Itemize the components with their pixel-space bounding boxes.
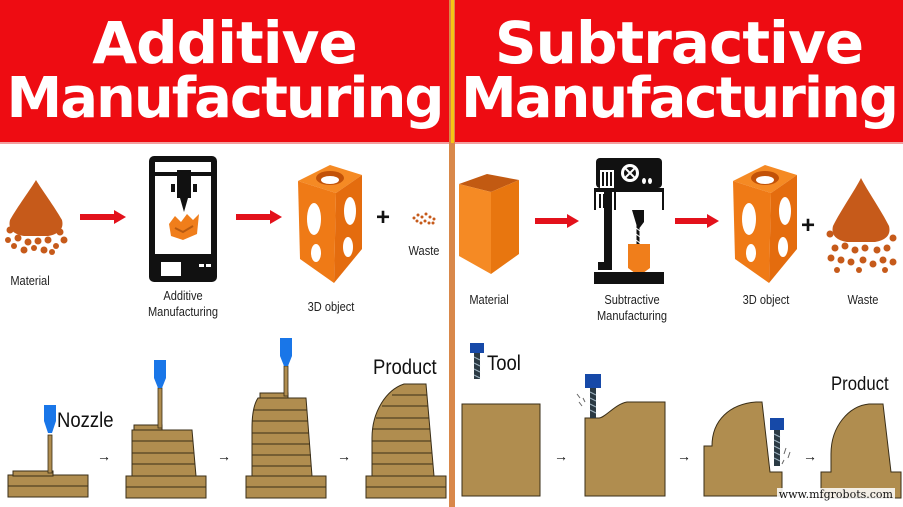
- step-arrow-icon: →: [803, 448, 817, 464]
- additive-step-1-diagram: [7, 405, 89, 498]
- material-block-icon: [459, 174, 519, 274]
- waste-particles-icon: [412, 212, 436, 225]
- additive-title-line1: Additive: [92, 9, 358, 78]
- subtractive-panel: Subtractive Manufacturing Material Subtr…: [455, 0, 903, 507]
- tool-label: Tool: [487, 352, 521, 375]
- panel-divider: [449, 0, 455, 507]
- step-arrow-icon: →: [554, 448, 568, 464]
- subtractive-process-label-line1: Subtractive: [604, 292, 660, 307]
- subtractive-title-banner: Subtractive Manufacturing: [455, 0, 903, 144]
- material-pile-icon: [5, 180, 68, 255]
- step-arrow-icon: →: [97, 448, 111, 464]
- subtractive-object-label: 3D object: [742, 292, 790, 307]
- additive-title-line2: Manufacturing: [6, 65, 445, 131]
- drill-press-icon: [594, 158, 664, 284]
- 3d-printer-icon: [149, 156, 217, 282]
- flow-arrow-icon: [675, 214, 719, 228]
- additive-waste-label: Waste: [408, 243, 440, 258]
- nozzle-label: Nozzle: [57, 409, 114, 432]
- 3d-object-icon: [733, 165, 797, 283]
- watermark: www.mfgrobots.com: [776, 488, 895, 501]
- step-arrow-icon: →: [337, 448, 351, 464]
- waste-pile-icon: [826, 178, 897, 273]
- subtractive-step-3-diagram: [703, 401, 791, 497]
- additive-product-label: Product: [373, 356, 437, 379]
- additive-process-label-line2: Manufacturing: [147, 304, 219, 320]
- step-arrow-icon: →: [677, 448, 691, 464]
- plus-sign: +: [376, 204, 391, 231]
- subtractive-step-2-diagram: [576, 374, 666, 497]
- step-arrow-icon: →: [217, 448, 231, 464]
- subtractive-process-label-line2: Manufacturing: [596, 308, 668, 324]
- flow-arrow-icon: [236, 210, 282, 224]
- additive-material-label: Material: [10, 273, 50, 288]
- subtractive-product-label: Product: [831, 374, 889, 395]
- 3d-object-icon: [298, 165, 362, 283]
- additive-title-banner: Additive Manufacturing: [0, 0, 449, 144]
- tool-icon: [470, 343, 484, 379]
- subtractive-material-label: Material: [469, 292, 509, 307]
- flow-arrow-icon: [535, 214, 579, 228]
- additive-step-2-diagram: [125, 360, 207, 499]
- plus-sign: +: [801, 212, 816, 239]
- subtractive-step-1-diagram: [461, 403, 541, 497]
- additive-object-label: 3D object: [307, 299, 355, 314]
- subtractive-title-line2: Manufacturing: [461, 65, 899, 131]
- subtractive-title-line1: Subtractive: [494, 9, 864, 78]
- flow-arrow-icon: [80, 210, 126, 224]
- subtractive-waste-label: Waste: [847, 292, 879, 307]
- additive-process-label-line1: Additive: [163, 288, 203, 303]
- subtractive-product-diagram: [820, 403, 902, 499]
- additive-step-3-diagram: [245, 338, 327, 499]
- additive-product-diagram: [365, 383, 447, 499]
- additive-panel: Additive Manufacturing Material Additive: [0, 0, 449, 507]
- additive-process-label: Additive Manufacturing: [145, 288, 222, 321]
- subtractive-process-label: Subtractive Manufacturing: [592, 292, 672, 325]
